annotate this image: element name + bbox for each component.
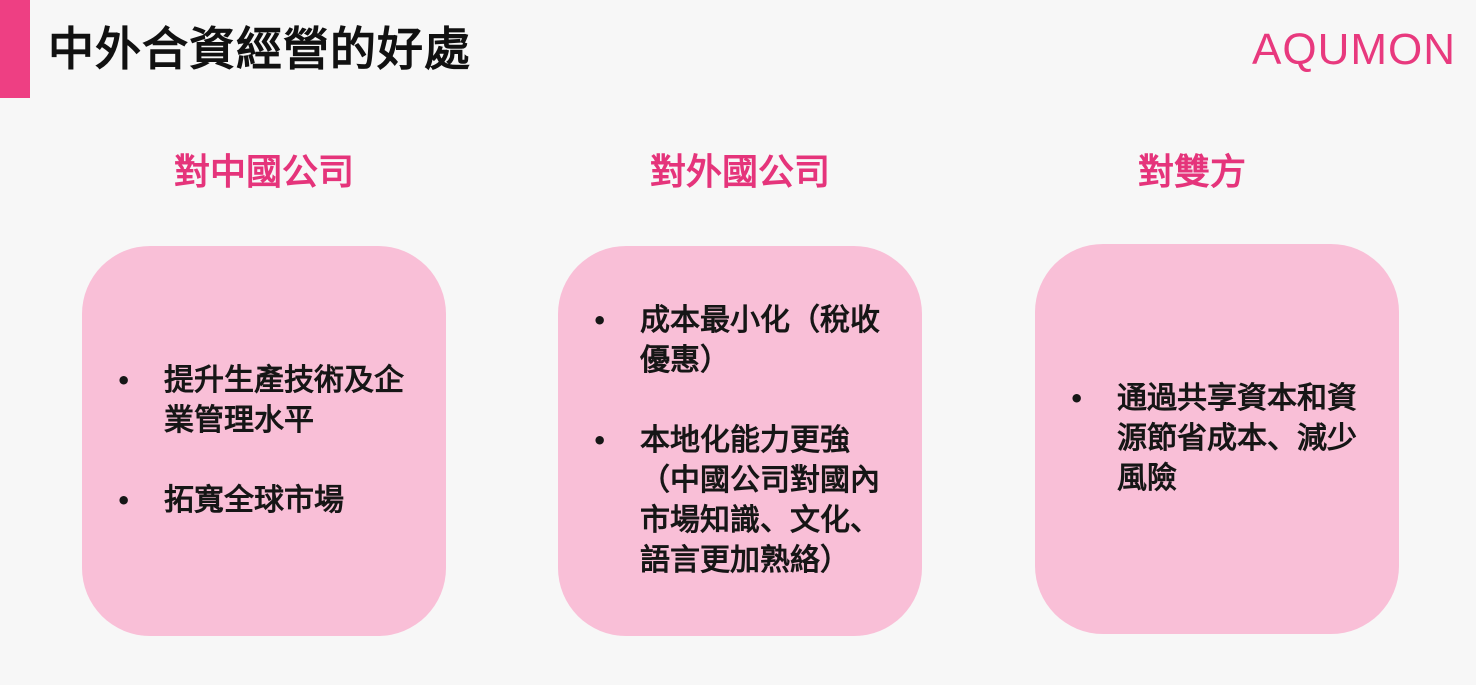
bullet-list: • 提升生產技術及企業管理水平 • 拓寬全球市場 bbox=[116, 361, 422, 521]
bullet-point: • bbox=[116, 367, 132, 395]
column-heading-foreign-company: 對外國公司 bbox=[649, 152, 830, 193]
bullet-point: • bbox=[592, 307, 608, 335]
list-item: • 通過共享資本和資源節省成本、減少風險 bbox=[1069, 379, 1375, 499]
list-item: • 提升生產技術及企業管理水平 bbox=[116, 361, 422, 441]
column-heading-chinese-company: 對中國公司 bbox=[173, 152, 354, 193]
list-item-text: 拓寬全球市場 bbox=[164, 483, 344, 518]
list-item-text: 本地化能力更強（中國公司對國內市場知識、文化、語言更加熟絡） bbox=[640, 423, 880, 578]
page-title: 中外合資經營的好處 bbox=[48, 22, 471, 76]
card-chinese-company: • 提升生產技術及企業管理水平 • 拓寬全球市場 bbox=[82, 246, 446, 636]
bullet-list: • 成本最小化（稅收優惠） • 本地化能力更強（中國公司對國內市場知識、文化、語… bbox=[592, 301, 898, 581]
list-item: • 拓寬全球市場 bbox=[116, 481, 422, 521]
card-both-parties: • 通過共享資本和資源節省成本、減少風險 bbox=[1035, 244, 1399, 634]
bullet-point: • bbox=[1069, 385, 1085, 413]
list-item-text: 通過共享資本和資源節省成本、減少風險 bbox=[1117, 381, 1357, 496]
bullet-point: • bbox=[592, 427, 608, 455]
list-item-text: 成本最小化（稅收優惠） bbox=[640, 303, 880, 378]
list-item: • 本地化能力更強（中國公司對國內市場知識、文化、語言更加熟絡） bbox=[592, 421, 898, 581]
list-item: • 成本最小化（稅收優惠） bbox=[592, 301, 898, 381]
header-accent-bar bbox=[0, 0, 30, 98]
bullet-point: • bbox=[116, 487, 132, 515]
card-foreign-company: • 成本最小化（稅收優惠） • 本地化能力更強（中國公司對國內市場知識、文化、語… bbox=[558, 246, 922, 636]
brand-logo: AQUMON bbox=[1252, 25, 1456, 74]
column-heading-both-parties: 對雙方 bbox=[1137, 152, 1246, 193]
bullet-list: • 通過共享資本和資源節省成本、減少風險 bbox=[1069, 379, 1375, 499]
list-item-text: 提升生產技術及企業管理水平 bbox=[164, 363, 404, 438]
